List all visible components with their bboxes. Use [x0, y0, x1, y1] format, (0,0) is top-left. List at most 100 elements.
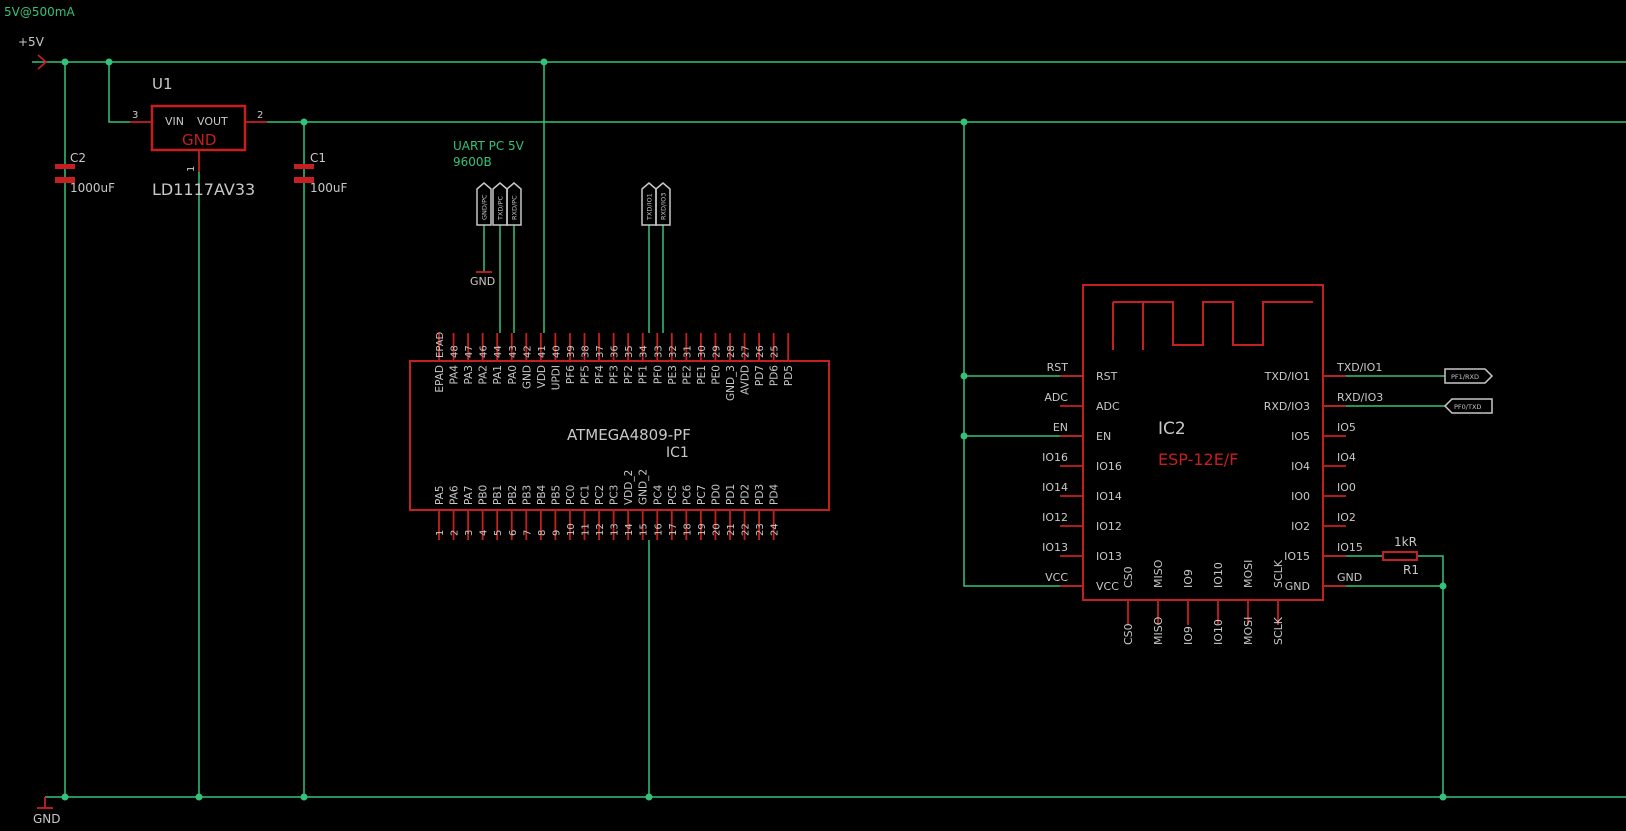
ic2-net-label: GND	[1337, 571, 1362, 584]
ic2-right-pins: TXD/IO1TXD/IO1RXD/IO3RXD/IO3IO5IO5IO4IO4…	[1264, 361, 1384, 593]
ic1-pin-number: 7	[522, 530, 533, 536]
supply-arrow-icon	[37, 54, 48, 70]
ic1-pin-number: 5	[493, 530, 504, 536]
ic1-pin-name: PA5	[434, 485, 446, 505]
ic1-pin-name: PD2	[740, 484, 752, 505]
ic2-pin-name: IO12	[1096, 520, 1122, 533]
ic1-pin-number: 16	[653, 523, 664, 536]
ic1-pin-name: PA7	[463, 485, 475, 505]
ic1-pin-name: PB5	[550, 485, 562, 505]
ic1-pin-name: PA3	[463, 365, 475, 385]
ic2-pin-name: RXD/IO3	[1264, 400, 1310, 413]
uart-gnd-label: GND	[470, 275, 495, 288]
ic1-pin-name: UPDI	[550, 365, 562, 390]
ic1-pin-number: 31	[682, 345, 693, 358]
uart-title: UART PC 5V	[453, 139, 525, 153]
ic2-net-label: IO9	[1182, 626, 1195, 645]
c2-ref: C2	[70, 151, 86, 165]
ic1-pin-number: EPAD	[435, 331, 446, 358]
ic2-pin-name: IO13	[1096, 550, 1122, 563]
ic2-pin-name: IO10	[1212, 562, 1225, 588]
ic1-pin-name: GND	[521, 365, 533, 389]
ic1-pin-number: 44	[493, 345, 504, 358]
ic1-pin-name: GND_3	[725, 365, 737, 401]
ic1-pin-number: 30	[697, 345, 708, 358]
ic1-pin-name: PC5	[667, 485, 679, 505]
port-flag	[506, 182, 522, 226]
ic1-pin-name: PC1	[580, 485, 592, 505]
ic2-net-label: IO5	[1337, 421, 1356, 434]
ic1-pin-name: VDD_2	[623, 470, 635, 505]
ic2-pin-name: IO0	[1291, 490, 1310, 503]
ic1-pin-name: PD7	[754, 365, 766, 386]
ic1-pin-name: PB2	[507, 485, 519, 505]
ic1-pin-number: 6	[508, 530, 519, 536]
ic1-pin-number: 14	[624, 523, 635, 536]
ic1-pin-name: PB0	[478, 485, 490, 505]
ic1-pin-number: 28	[726, 345, 737, 358]
ic1-top-pins: EPADEPAD48PA447PA346PA244PA143PA042GND41…	[434, 331, 795, 401]
ic1-pin-number: 48	[450, 345, 461, 358]
regulator-u1[interactable]: U1 VIN VOUT GND 3 2 1 LD1117AV33	[130, 75, 267, 199]
ic1-pin-number: 9	[551, 530, 562, 536]
ic1-pin-number: 19	[697, 523, 708, 536]
ic1-pin-number: 43	[508, 345, 519, 358]
ic2-net-label: CS0	[1122, 623, 1135, 645]
ic1-pin-number: 8	[537, 530, 548, 536]
port-flag-label: TXD/IO1	[646, 193, 654, 221]
ic1-pin-number: 11	[581, 523, 592, 536]
esp-flag-txd: PF1/RXD	[1444, 368, 1494, 384]
ic1-pin-name: PE0	[710, 365, 722, 385]
ic2-pin-name: IO14	[1096, 490, 1122, 503]
ic1-pin-number: 23	[755, 523, 766, 536]
svg-text:PF0/TXD: PF0/TXD	[1454, 403, 1481, 411]
regulator-value: LD1117AV33	[152, 180, 255, 199]
svg-text:PF1/RXD: PF1/RXD	[1451, 373, 1479, 381]
ic2-bottom-pins: CS0CS0MISOMISOIO9IO9IO10IO10MOSIMOSISCLK…	[1122, 559, 1285, 645]
ic1-pin-name: VDD	[536, 365, 548, 388]
ic2-net-label: IO16	[1042, 451, 1068, 464]
ic1-pin-name: PF3	[609, 365, 621, 384]
ic2-pin-name: EN	[1096, 430, 1111, 443]
ic1-pin-name: PC0	[565, 485, 577, 505]
ic1-pin-number: 46	[479, 345, 490, 358]
ic2-net-label: IO12	[1042, 511, 1068, 524]
ic1-pin-name: PA4	[449, 365, 461, 385]
ic2-net-label: IO0	[1337, 481, 1356, 494]
ic1-pin-name: PA1	[492, 365, 504, 385]
ic2-ref: IC2	[1158, 419, 1186, 439]
ic1-atmega4809[interactable]: EPADEPAD48PA447PA346PA244PA143PA042GND41…	[409, 331, 830, 540]
ic2-net-label: EN	[1053, 421, 1068, 434]
ic1-pin-number: 22	[741, 523, 752, 536]
ic1-pin-number: 34	[639, 345, 650, 358]
r1-value: 1kR	[1394, 535, 1417, 549]
ic2-net-label: IO15	[1337, 541, 1363, 554]
ic1-pin-name: PD5	[783, 365, 795, 386]
ic2-pin-name: CS0	[1122, 566, 1135, 588]
ic1-name: ATMEGA4809-PF	[567, 426, 691, 444]
ic1-pin-name: PE1	[696, 365, 708, 385]
ic1-pin-number: 21	[726, 523, 737, 536]
port-flag-label: GND/PC	[481, 194, 489, 220]
ic1-pin-number: 32	[668, 345, 679, 358]
capacitor-c2[interactable]: C2 1000uF	[55, 151, 115, 195]
ic1-pin-number: 15	[639, 523, 650, 536]
port-flag-label: RXD/IO3	[660, 193, 668, 220]
ic2-pin-name: SCLK	[1272, 559, 1285, 588]
resistor-r1[interactable]: 1kR R1	[1382, 535, 1419, 577]
ic2-net-label: ADC	[1044, 391, 1068, 404]
ic2-net-label: VCC	[1045, 571, 1068, 584]
ic2-net-label: SCLK	[1272, 616, 1285, 645]
ic1-pin-number: 33	[653, 345, 664, 358]
ic2-esp12[interactable]: RSTRSTADCADCENENIO16IO16IO14IO14IO12IO12…	[1042, 284, 1384, 645]
ic1-pin-name: GND_2	[638, 469, 650, 505]
ic1-pin-name: PB1	[492, 485, 504, 505]
ic1-pin-name: PF0	[652, 365, 664, 384]
capacitor-c1[interactable]: C1 100uF	[294, 151, 348, 195]
ic2-pin-name: GND	[1285, 580, 1310, 593]
r1-ref: R1	[1403, 563, 1419, 577]
ic2-pin-name: TXD/IO1	[1264, 370, 1310, 383]
ic1-pin-name: PC7	[696, 485, 708, 505]
